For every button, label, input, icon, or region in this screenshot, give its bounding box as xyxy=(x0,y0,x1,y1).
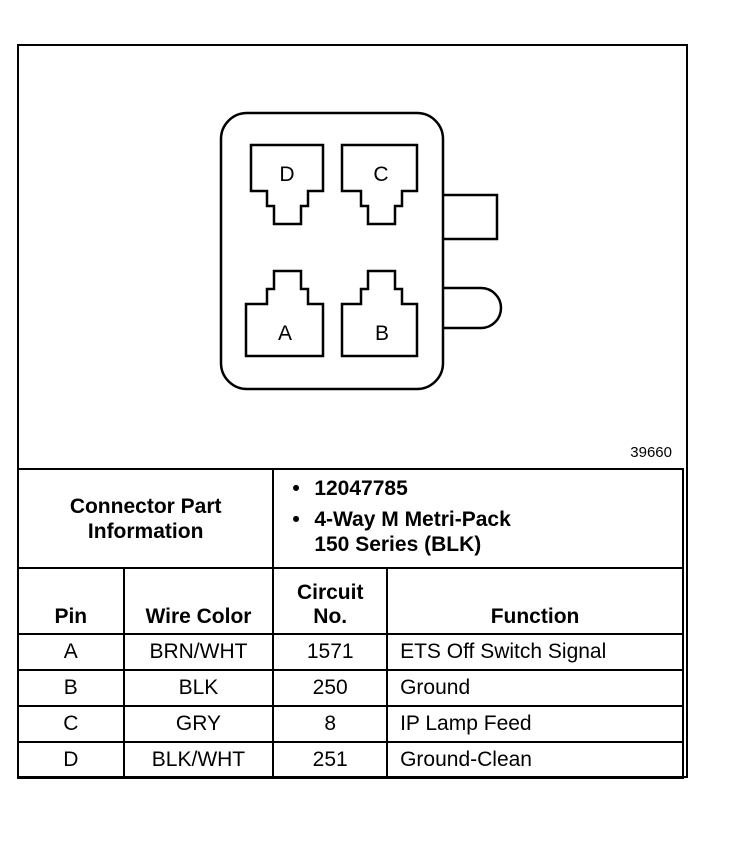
header-wire-color: Wire Color xyxy=(122,567,275,635)
table-header-row: Pin Wire Color Circuit No. Function xyxy=(17,567,684,635)
connector-figure: D C A B 39660 Connector Part Information… xyxy=(16,44,688,779)
connector-diagram: D C A B xyxy=(219,111,503,391)
circuit-cell: 8 xyxy=(272,705,389,743)
table-row: B BLK 250 Ground xyxy=(17,669,684,707)
pin-cell: A xyxy=(17,633,125,671)
pin-cell: D xyxy=(17,741,125,779)
figure-number: 39660 xyxy=(630,444,672,461)
connector-latch-square xyxy=(443,193,499,241)
terminal-cavity-d xyxy=(249,143,325,226)
pin-label-a: A xyxy=(278,322,292,345)
pin-label-b: B xyxy=(375,322,389,345)
wire-color-cell: GRY xyxy=(122,705,275,743)
circuit-cell: 251 xyxy=(272,741,389,779)
header-circuit-no: Circuit No. xyxy=(272,567,389,635)
terminal-cavity-a xyxy=(244,269,325,358)
connector-series: 150 Series (BLK) xyxy=(314,533,482,556)
function-cell: IP Lamp Feed xyxy=(386,705,684,743)
connector-info-label: Connector Part Information xyxy=(16,468,275,569)
header-pin: Pin xyxy=(17,567,125,635)
circuit-cell: 250 xyxy=(272,669,389,707)
header-function: Function xyxy=(386,567,684,635)
function-cell: Ground xyxy=(386,669,684,707)
table-row: A BRN/WHT 1571 ETS Off Switch Signal xyxy=(17,633,684,671)
pinout-table: Connector Part Information •12047785 •4-… xyxy=(16,468,684,779)
circuit-cell: 1571 xyxy=(272,633,389,671)
connector-info-list: •12047785 •4-Way M Metri-Pack 150 Series… xyxy=(272,468,684,569)
wire-color-cell: BLK xyxy=(122,669,275,707)
terminal-cavity-b xyxy=(340,269,419,358)
connector-info-row: Connector Part Information •12047785 •4-… xyxy=(16,468,684,569)
connector-body xyxy=(219,111,445,391)
wire-color-cell: BRN/WHT xyxy=(122,633,275,671)
pin-label-c: C xyxy=(373,163,388,186)
wire-color-cell: BLK/WHT xyxy=(122,741,275,779)
function-cell: Ground-Clean xyxy=(386,741,684,779)
table-row: D BLK/WHT 251 Ground-Clean xyxy=(17,741,684,779)
pin-cell: B xyxy=(17,669,125,707)
pin-label-d: D xyxy=(279,163,294,186)
connector-type: •4-Way M Metri-Pack xyxy=(292,508,511,531)
pin-cell: C xyxy=(17,705,125,743)
part-number: •12047785 xyxy=(292,477,408,500)
connector-latch-round xyxy=(443,286,503,330)
terminal-cavity-c xyxy=(340,143,419,226)
table-row: C GRY 8 IP Lamp Feed xyxy=(17,705,684,743)
function-cell: ETS Off Switch Signal xyxy=(386,633,684,671)
